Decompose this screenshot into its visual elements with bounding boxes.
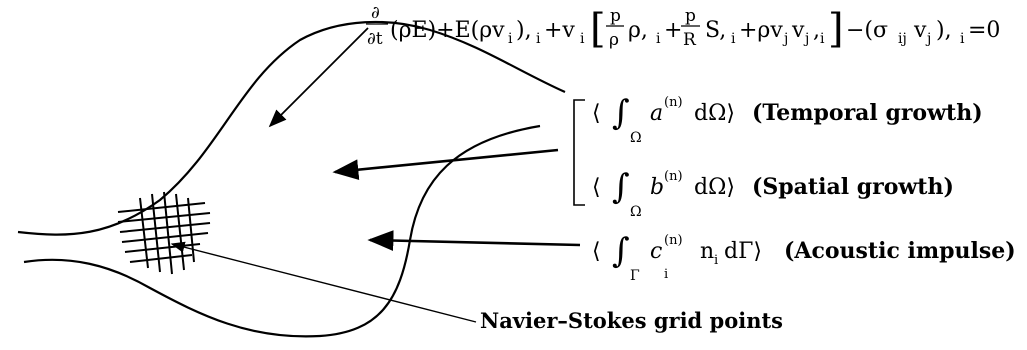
acoustic-impulse-integral: ⟨ ∫ Γ c (n) i n i dΓ⟩ (Acoustic impulse) [592,231,1016,284]
spatial-superscript: (n) [664,169,683,184]
acoustic-integrand: c [650,239,662,264]
acoustic-impulse-label: (Acoustic impulse) [784,238,1016,264]
v-i-sub-2: i [580,31,585,47]
stress-v-sub-j: j [925,31,931,47]
d-dt-denominator: ∂t [367,29,383,49]
sigma-sub-ij: ij [898,31,907,47]
domain-inner-boundary [5,232,18,238]
spatial-open: ⟨ [592,175,601,200]
p-over-R-num: p [685,6,696,26]
plus-rho-v: +ρv [739,18,783,43]
spatial-integral-sign: ∫ [612,167,630,207]
equals-zero: =0 [968,18,1000,43]
rho-comma: ρ, [628,18,648,43]
equation-arrow [268,27,369,128]
acoustic-normal: n [700,239,714,264]
v-j-grad: v [791,18,805,43]
acoustic-normal-sub: i [714,253,718,268]
acoustic-superscript: (n) [664,233,683,248]
energy-equation: ∂ ∂t (ρE)+E(ρv i ), i +v i [ p ρ ρ, i + … [366,3,1000,52]
comma-sub-i: i [820,31,825,47]
spatial-domain: Ω [630,204,642,220]
spatial-growth-integral: ⟨ ∫ Ω b (n) dΩ⟩ (Spatial growth) [592,167,954,220]
s-comma: S, [705,18,726,43]
v-j-sub: j [803,31,809,47]
energy-plus-v: +v [544,18,575,43]
plus-sign-1: + [664,18,682,43]
rho-sub-i: i [656,31,661,47]
stress-close: ), [936,18,952,43]
energy-lhs-close: ), [516,18,532,43]
acoustic-domain: Γ [630,268,640,284]
p-over-R-den: R [683,30,697,50]
left-bracket: [ [590,6,606,52]
temporal-integral-sign: ∫ [612,93,630,133]
d-dt-numerator: ∂ [371,3,380,23]
right-bracket: ] [828,6,844,52]
v-sub-i: i [508,31,513,47]
p-over-rho-den: ρ [609,30,619,50]
p-over-rho-num: p [610,6,621,26]
domain-lower-outer-boundary [23,124,541,338]
spatial-differential: dΩ⟩ [694,175,735,200]
temporal-integrand: a [650,101,663,126]
navier-stokes-grid [117,191,211,275]
domain-upper-outer-boundary [17,20,566,236]
spatial-growth-label: (Spatial growth) [752,174,954,200]
acoustic-integral-sign: ∫ [612,231,630,271]
comma-i: , [813,18,820,43]
i-sub-1: i [536,31,541,47]
stress-term: −(σ [846,18,888,43]
temporal-growth-label: (Temporal growth) [752,100,983,126]
acoustic-subscript: i [664,267,668,282]
stress-sub-i: i [960,31,965,47]
acoustic-open: ⟨ [592,239,601,264]
temporal-spatial-arrow [332,148,559,181]
growth-group-bracket [573,99,585,206]
temporal-domain: Ω [630,130,642,146]
temporal-open: ⟨ [592,101,601,126]
acoustic-arrow [367,230,581,251]
v-sub-j: j [782,31,788,47]
grid-points-leader-line [170,241,477,323]
temporal-superscript: (n) [664,95,683,110]
temporal-growth-integral: ⟨ ∫ Ω a (n) dΩ⟩ (Temporal growth) [592,93,983,146]
spatial-integrand: b [650,175,664,200]
s-sub-i: i [731,31,736,47]
temporal-differential: dΩ⟩ [694,101,735,126]
stress-v: v [913,18,927,43]
energy-lhs: (ρE)+E(ρv [390,18,505,43]
grid-points-label: Navier–Stokes grid points [480,308,783,333]
acoustic-differential: dΓ⟩ [724,239,762,264]
